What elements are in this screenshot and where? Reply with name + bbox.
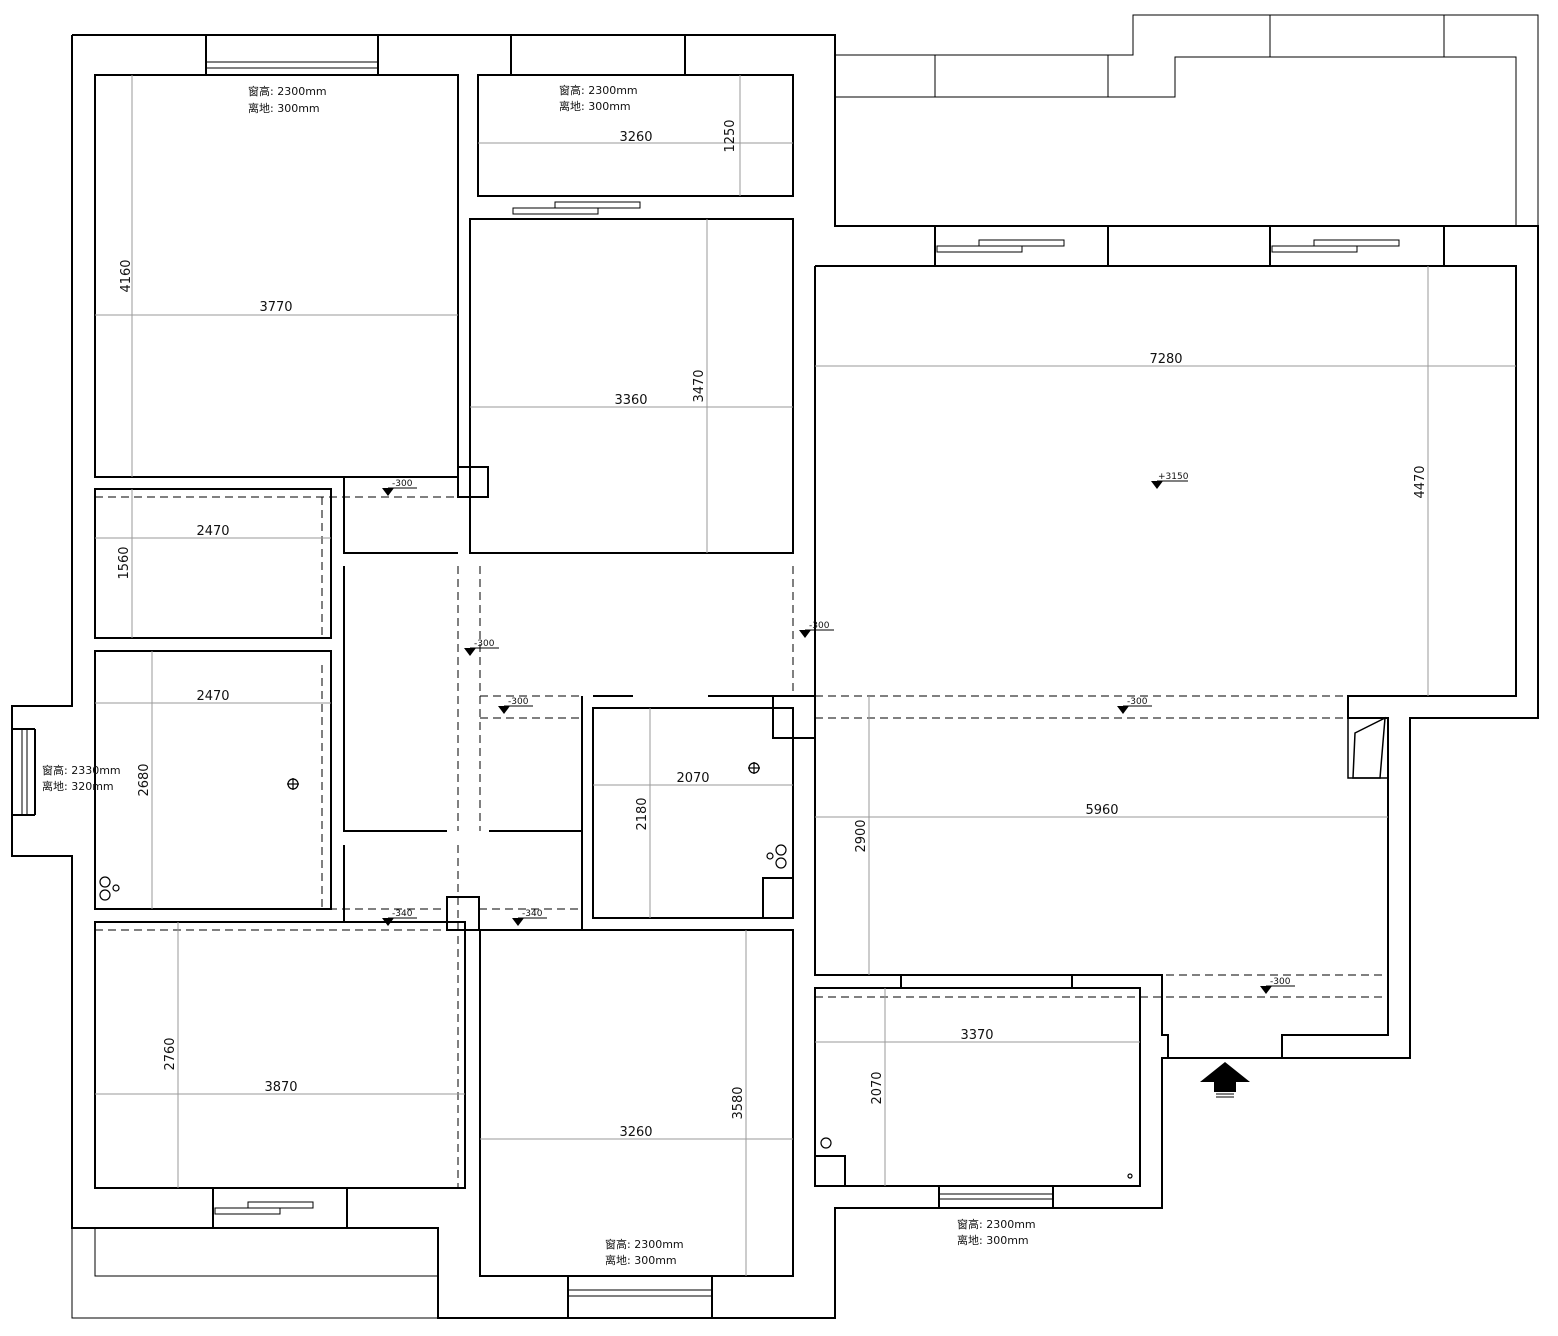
- window-note-sill: 离地: 300mm: [605, 1253, 677, 1267]
- kitchen-hood: [1347, 716, 1389, 779]
- dim-height-7: 2180: [635, 797, 650, 830]
- sliding-doors: [214, 201, 1400, 1215]
- dim-width-4: 7280: [1149, 352, 1182, 367]
- dim-height-10: 3580: [731, 1086, 746, 1119]
- fixture-circle-icon: [766, 844, 787, 869]
- level-label: -300: [1270, 977, 1291, 987]
- window-glass: [21, 61, 1053, 1297]
- window-note-height: 窗高: 2330mm: [42, 763, 121, 777]
- level-marker-icon: -340: [512, 909, 547, 926]
- window-note-sill: 离地: 320mm: [42, 779, 114, 793]
- floor-drain-icon: [748, 762, 760, 774]
- fixture-circle-icon: [99, 876, 120, 901]
- level-marker-icon: -300: [799, 621, 834, 638]
- window-note-height: 窗高: 2300mm: [957, 1217, 1036, 1231]
- window-note-sill: 离地: 300mm: [559, 99, 631, 113]
- balcony-bottom-left: [71, 1228, 438, 1319]
- entrance-arrow-icon: [1200, 1062, 1250, 1098]
- dim-height-4: 4470: [1413, 465, 1428, 498]
- fixture-circle-icon: [1127, 1173, 1133, 1179]
- walls: [11, 34, 1539, 1319]
- dim-width-9: 3870: [264, 1080, 297, 1095]
- level-label: +3150: [1158, 472, 1189, 482]
- level-marker-icon: -300: [464, 639, 499, 656]
- level-label: -300: [809, 621, 830, 631]
- level-label: -300: [1127, 697, 1148, 707]
- dim-width-1: 3770: [259, 300, 292, 315]
- window-note-sill: 离地: 300mm: [957, 1233, 1029, 1247]
- level-marker-icon: +3150: [1151, 472, 1189, 489]
- level-label: -300: [392, 479, 413, 489]
- dim-width-6: 2470: [196, 689, 229, 704]
- window-note-height: 窗高: 2300mm: [605, 1237, 684, 1251]
- dim-height-5: 1560: [117, 546, 132, 579]
- floor-drain-icon: [287, 778, 299, 790]
- balcony-top: [835, 14, 1539, 226]
- fixture-circle-icon: [820, 1137, 832, 1149]
- level-marker-icon: -300: [382, 479, 417, 496]
- level-marker-icon: -300: [498, 697, 533, 714]
- dim-height-3: 3470: [692, 369, 707, 402]
- level-marker-icon: -300: [1260, 977, 1295, 994]
- dim-width-8: 5960: [1085, 803, 1118, 818]
- dim-width-10: 3260: [619, 1125, 652, 1140]
- window-note-height: 窗高: 2300mm: [559, 83, 638, 97]
- dimension-lines: [95, 75, 1516, 1276]
- dim-height-2: 1250: [723, 119, 738, 152]
- beam-lines: [95, 476, 1388, 1188]
- level-label: -340: [392, 909, 413, 919]
- window-note-height: 窗高: 2300mm: [248, 84, 327, 98]
- dim-width-5: 2470: [196, 524, 229, 539]
- dim-height-9: 2760: [163, 1037, 178, 1070]
- level-markers: -300 +3150 -300 -300 -300 -300 -340 -340…: [382, 472, 1295, 994]
- dim-height-8: 2900: [854, 819, 869, 852]
- window-note-sill: 离地: 300mm: [248, 101, 320, 115]
- dim-height-6: 2680: [137, 763, 152, 796]
- dimension-labels: 3770 4160 3260 1250 3360 3470 7280 4470 …: [117, 119, 1428, 1140]
- level-marker-icon: -300: [1117, 697, 1152, 714]
- dim-width-11: 3370: [960, 1028, 993, 1043]
- window-notes: 窗高: 2300mm 离地: 300mm 窗高: 2300mm 离地: 300m…: [42, 83, 1036, 1267]
- dim-height-11: 2070: [870, 1071, 885, 1104]
- level-label: -340: [522, 909, 543, 919]
- fixtures: [99, 762, 1133, 1179]
- level-label: -300: [508, 697, 529, 707]
- level-label: -300: [474, 639, 495, 649]
- level-marker-icon: -340: [382, 909, 417, 926]
- dim-height-1: 4160: [119, 259, 134, 292]
- dim-width-7: 2070: [676, 771, 709, 786]
- dim-width-3: 3360: [614, 393, 647, 408]
- dim-width-2: 3260: [619, 130, 652, 145]
